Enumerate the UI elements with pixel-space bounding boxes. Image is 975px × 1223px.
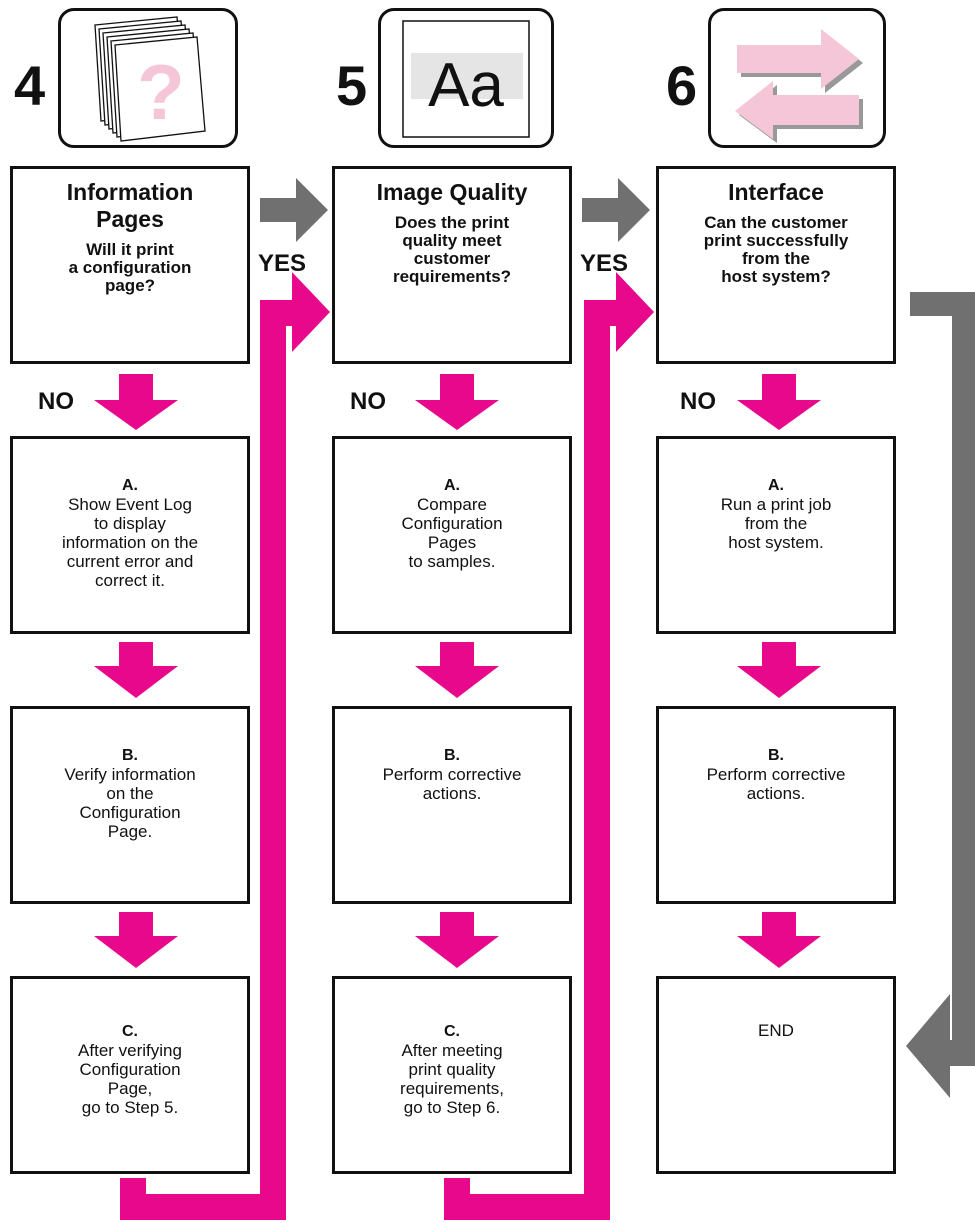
down-arrow-5a bbox=[415, 642, 499, 698]
step4-action-b-text: Verify information on the Configuration … bbox=[64, 765, 196, 841]
no-label-step6: NO bbox=[680, 388, 716, 415]
no-arrow-step4 bbox=[94, 374, 178, 430]
down-arrow-6b bbox=[737, 912, 821, 968]
gray-yes-arrow-1 bbox=[260, 178, 328, 242]
down-arrow-4a bbox=[94, 642, 178, 698]
step5-title: Image Quality bbox=[376, 179, 528, 205]
step-number-4: 4 bbox=[14, 54, 46, 117]
step4-action-b-letter: B. bbox=[122, 747, 138, 764]
yes-label-2: YES bbox=[580, 250, 629, 277]
step6-title: Interface bbox=[728, 179, 824, 205]
end-box: END bbox=[656, 976, 896, 1174]
step4-icon-frame: ? bbox=[58, 8, 238, 148]
step6-action-b: B. Perform corrective actions. bbox=[656, 706, 896, 904]
step4-action-c: C. After verifying Configuration Page, g… bbox=[10, 976, 250, 1174]
step5-action-b: B. Perform corrective actions. bbox=[332, 706, 572, 904]
step-number-5: 5 bbox=[336, 54, 368, 117]
down-arrow-6a bbox=[737, 642, 821, 698]
down-arrow-4b bbox=[94, 912, 178, 968]
interface-arrows-icon bbox=[735, 29, 863, 143]
question-pages-icon: ? bbox=[94, 16, 206, 142]
down-arrow-5b bbox=[415, 912, 499, 968]
step6-action-b-letter: B. bbox=[768, 747, 784, 764]
step4-question: Will it print a configuration page? bbox=[68, 240, 192, 295]
step4-action-c-text: After verifying Configuration Page, go t… bbox=[78, 1041, 182, 1117]
step6-icon-frame bbox=[708, 8, 886, 148]
step5-action-b-text: Perform corrective actions. bbox=[382, 765, 522, 803]
step5-action-c-text: After meeting print quality requirements… bbox=[400, 1041, 504, 1117]
step5-icon-frame: Aa bbox=[378, 8, 554, 148]
step5-action-a-letter: A. bbox=[444, 477, 460, 494]
step5-action-b-letter: B. bbox=[444, 747, 460, 764]
step5-action-c-letter: C. bbox=[444, 1023, 460, 1040]
no-arrows bbox=[94, 374, 821, 430]
step4-action-c-letter: C. bbox=[122, 1023, 138, 1040]
yes-label-1: YES bbox=[258, 250, 307, 277]
step4-question-box: Information Pages Will it print a config… bbox=[10, 166, 250, 364]
end-label: END bbox=[758, 1021, 794, 1040]
step4-action-b: B. Verify information on the Configurati… bbox=[10, 706, 250, 904]
image-quality-aa-icon: Aa bbox=[402, 20, 530, 138]
step-number-6: 6 bbox=[666, 54, 698, 117]
svg-text:?: ? bbox=[137, 48, 185, 136]
step4-title: Information Pages bbox=[66, 179, 194, 232]
magenta-return-path-2 bbox=[444, 272, 654, 1220]
step6-action-a-text: Run a print job from the host system. bbox=[720, 495, 832, 552]
no-label-step4: NO bbox=[38, 388, 74, 415]
step5-action-a: A. Compare Configuration Pages to sample… bbox=[332, 436, 572, 634]
no-label-step5: NO bbox=[350, 388, 386, 415]
step5-action-a-text: Compare Configuration Pages to samples. bbox=[401, 495, 503, 571]
step5-action-c: C. After meeting print quality requireme… bbox=[332, 976, 572, 1174]
down-arrows bbox=[94, 642, 821, 968]
step4-action-a-text: Show Event Log to display information on… bbox=[61, 495, 199, 590]
step4-action-a-letter: A. bbox=[122, 477, 138, 494]
magenta-return-path-1 bbox=[120, 272, 330, 1220]
no-arrow-step6 bbox=[737, 374, 821, 430]
gray-return-path bbox=[906, 292, 975, 1098]
step6-action-b-text: Perform corrective actions. bbox=[706, 765, 846, 803]
step5-question-box: Image Quality Does the print quality mee… bbox=[332, 166, 572, 364]
step6-question-box: Interface Can the customer print success… bbox=[656, 166, 896, 364]
step6-action-a-letter: A. bbox=[768, 477, 784, 494]
gray-yes-arrow-2 bbox=[582, 178, 650, 242]
no-arrow-step5 bbox=[415, 374, 499, 430]
svg-text:Aa: Aa bbox=[428, 51, 504, 120]
step5-question: Does the print quality meet customer req… bbox=[392, 213, 512, 286]
step4-action-a: A. Show Event Log to display information… bbox=[10, 436, 250, 634]
step6-action-a: A. Run a print job from the host system. bbox=[656, 436, 896, 634]
step6-question: Can the customer print successfully from… bbox=[703, 213, 849, 286]
